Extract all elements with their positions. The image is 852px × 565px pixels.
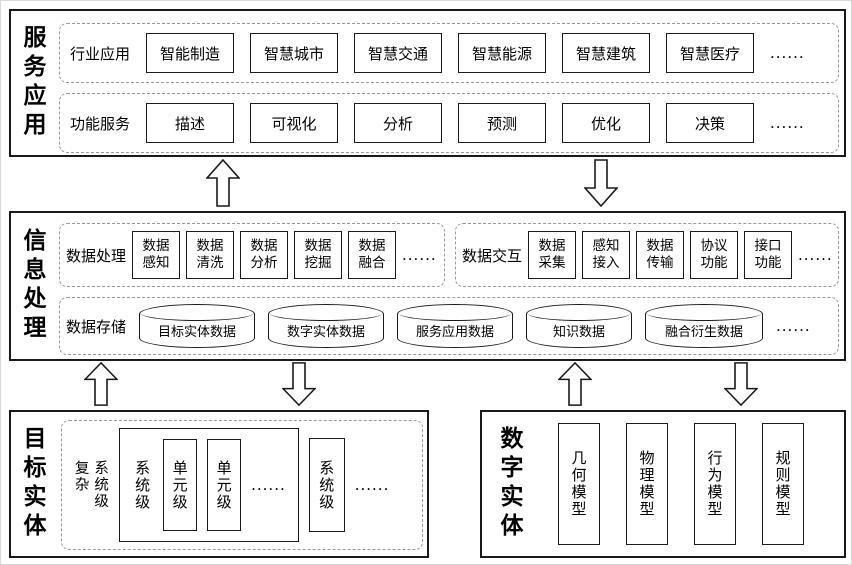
function-service-box: 预测: [458, 103, 547, 143]
down-arrow-icon: [584, 159, 618, 207]
data-interaction-box: 数据 传输: [636, 231, 685, 279]
data-interaction-label: 数据交互: [462, 246, 523, 265]
down-arrow-icon: [282, 362, 316, 406]
information-processing-layer: 信息处理 数据处理 数据 感知 数据 清洗 数据 分析 数据 挖掘 数据 融合 …: [9, 211, 846, 361]
data-processing-box: 数据 感知: [132, 231, 181, 279]
data-interaction-box: 接口 功能: [744, 231, 793, 279]
industry-app-box: 智能制造: [146, 33, 235, 73]
model-box: 几何模型: [558, 423, 600, 545]
data-storage-group: 数据存储 目标实体数据 数字实体数据 服务应用数据 知识数据 融合衍生数据 ..…: [59, 297, 839, 355]
data-processing-box: 数据 清洗: [186, 231, 235, 279]
data-processing-group: 数据处理 数据 感知 数据 清洗 数据 分析 数据 挖掘 数据 融合 .....…: [59, 223, 445, 287]
data-interaction-box: 数据 采集: [528, 231, 577, 279]
industry-app-box: 智慧交通: [354, 33, 443, 73]
up-arrow-icon: [558, 362, 592, 406]
ellipsis-text: ......: [354, 476, 390, 494]
ellipsis-text: ......: [770, 44, 805, 62]
function-service-box: 描述: [146, 103, 235, 143]
data-storage-cylinder: 融合衍生数据: [645, 304, 764, 348]
model-box: 规则模型: [762, 423, 804, 545]
model-boxes-row: 几何模型 物理模型 行为模型 规则模型: [558, 423, 804, 545]
data-interaction-group: 数据交互 数据 采集 感知 接入 数据 传输 协议 功能 接口 功能 .....…: [455, 223, 839, 287]
digital-layer-title: 数字实体: [496, 426, 523, 542]
function-services-label: 功能服务: [70, 114, 131, 133]
data-storage-cylinder: 目标实体数据: [139, 304, 256, 348]
function-service-box: 分析: [354, 103, 443, 143]
industry-applications-label: 行业应用: [70, 44, 131, 63]
function-service-box: 决策: [666, 103, 755, 143]
unit-level-box: 单元级: [163, 439, 198, 531]
service-layer-title: 服务应用: [19, 25, 46, 141]
up-arrow-icon: [206, 159, 240, 207]
complex-system-level-label: 复杂 系统级: [72, 460, 109, 510]
industry-app-box: 智慧能源: [458, 33, 547, 73]
ellipsis-text: ......: [770, 114, 805, 132]
data-processing-label: 数据处理: [66, 246, 127, 265]
data-storage-cylinder: 服务应用数据: [397, 304, 514, 348]
data-processing-box: 数据 融合: [348, 231, 397, 279]
data-processing-box: 数据 挖掘: [294, 231, 343, 279]
industry-app-box: 智慧医疗: [666, 33, 755, 73]
data-storage-cylinder: 数字实体数据: [268, 304, 385, 348]
digital-entity-layer: 数字实体 几何模型 物理模型 行为模型 规则模型: [480, 410, 846, 558]
industry-app-box: 智慧城市: [250, 33, 339, 73]
data-storage-label: 数据存储: [66, 317, 127, 336]
target-entity-layer: 目标实体 复杂 系统级 系统级 单元级 单元级 ...... 系统级 .....…: [9, 410, 429, 558]
function-service-box: 可视化: [250, 103, 339, 143]
industry-app-box: 智慧建筑: [562, 33, 651, 73]
information-layer-title: 信息处理: [19, 228, 46, 344]
ellipsis-text: ......: [798, 246, 833, 264]
function-services-group: 功能服务 描述 可视化 分析 预测 优化 决策 ......: [59, 93, 839, 153]
ellipsis-text: ......: [402, 246, 437, 264]
down-arrow-icon: [724, 362, 758, 406]
function-service-box: 优化: [562, 103, 651, 143]
model-box: 行为模型: [694, 423, 736, 545]
industry-applications-group: 行业应用 智能制造 智慧城市 智慧交通 智慧能源 智慧建筑 智慧医疗 .....…: [59, 23, 839, 83]
up-arrow-icon: [84, 362, 118, 406]
data-storage-cylinder: 知识数据: [526, 304, 633, 348]
target-layer-title: 目标实体: [19, 426, 46, 542]
target-entity-group: 复杂 系统级 系统级 单元级 单元级 ...... 系统级 ......: [61, 420, 423, 550]
service-application-layer: 服务应用 行业应用 智能制造 智慧城市 智慧交通 智慧能源 智慧建筑 智慧医疗 …: [9, 9, 846, 157]
unit-level-box: 单元级: [207, 439, 242, 531]
data-processing-box: 数据 分析: [240, 231, 289, 279]
data-interaction-box: 感知 接入: [582, 231, 631, 279]
model-box: 物理模型: [626, 423, 668, 545]
system-level-group-box: 系统级 单元级 单元级 ......: [119, 428, 299, 542]
system-level-box: 系统级: [308, 438, 345, 532]
system-level-label: 系统级: [133, 459, 152, 511]
ellipsis-text: ......: [776, 317, 811, 335]
ellipsis-text: ......: [251, 476, 286, 494]
data-interaction-box: 协议 功能: [690, 231, 739, 279]
